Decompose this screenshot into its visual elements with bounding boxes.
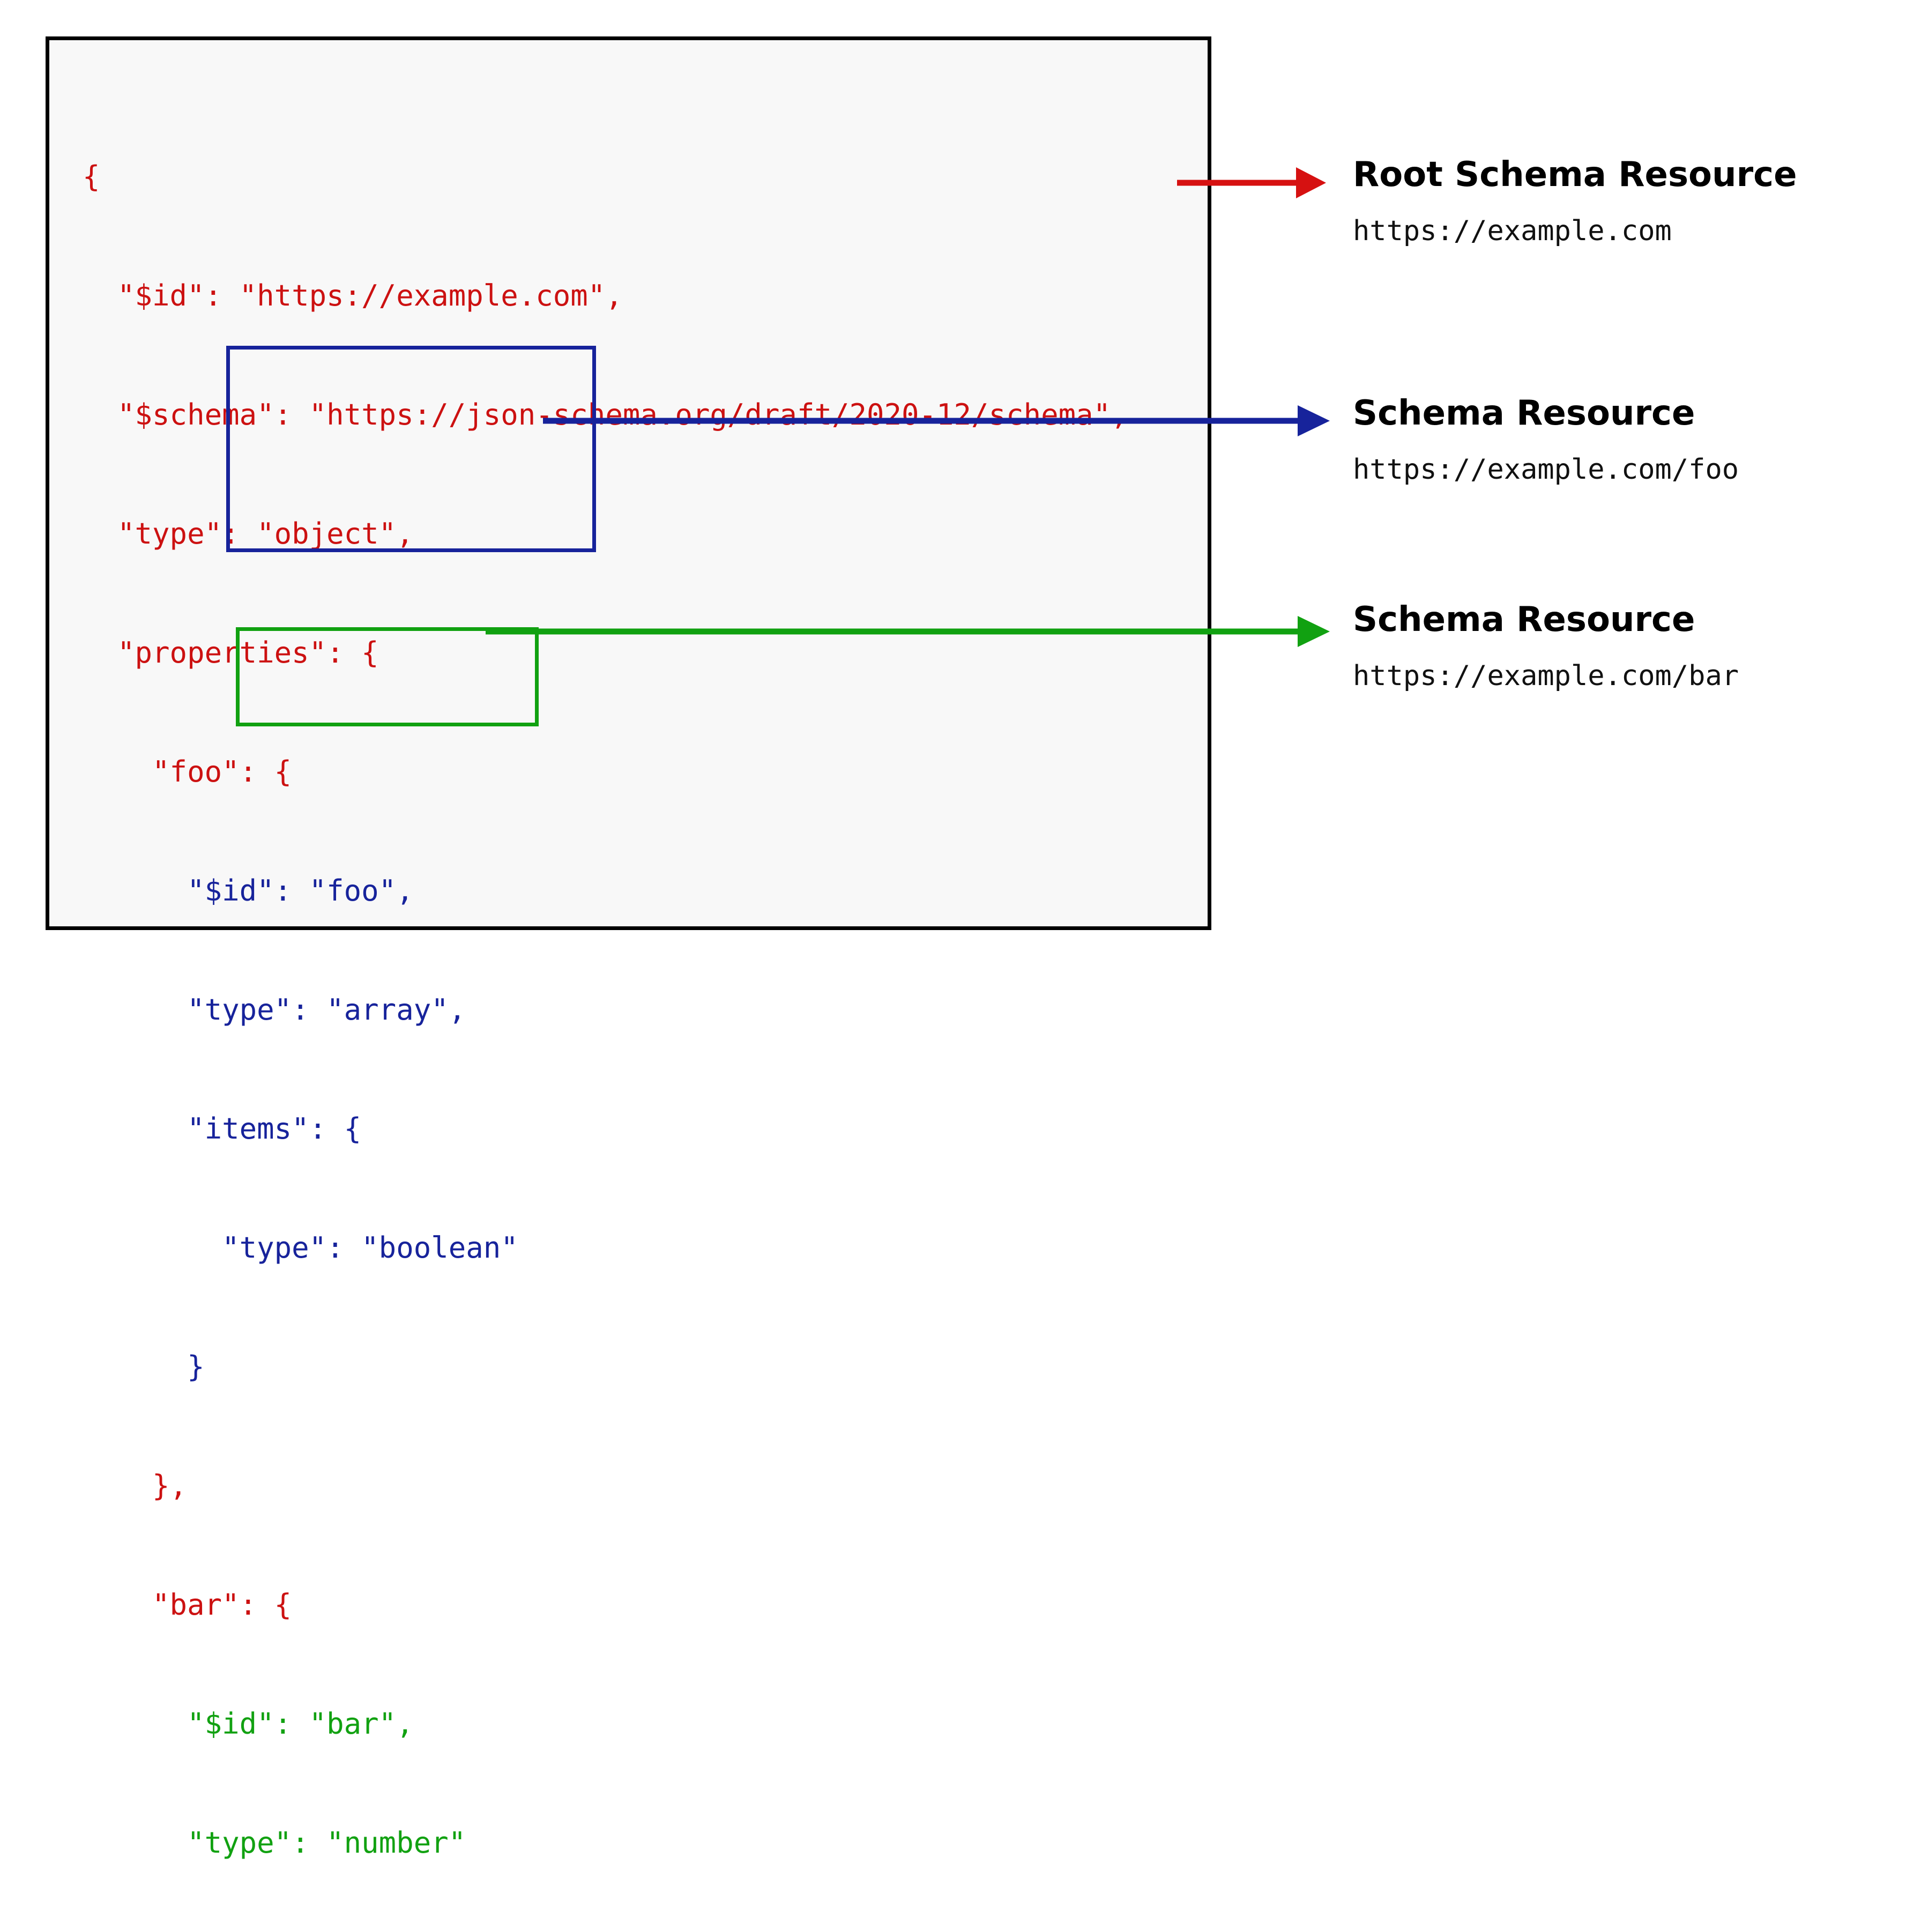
code-line: "$id": "bar", [83,1707,414,1741]
code-line: "$id": "https://example.com", [83,279,623,313]
code-line: "type": "number" [83,1826,466,1860]
json-schema-code-panel: { "$id": "https://example.com", "$schema… [46,36,1211,1860]
arrow-head-icon [1296,167,1326,198]
arrow-shaft [1177,180,1301,186]
code-line: "$schema": "https://json-schema.org/draf… [83,398,1128,432]
code-line: "type": "boolean" [83,1231,518,1265]
annotation-uri: https://example.com/foo [1353,454,1739,486]
code-line: "$id": "foo", [83,874,414,908]
code-line: "bar": { [83,1588,292,1622]
foo-schema-annotation: Schema Resource https://example.com/foo [1353,394,1739,486]
bar-schema-annotation: Schema Resource https://example.com/bar [1353,600,1739,693]
annotation-title: Schema Resource [1353,600,1695,640]
annotation-uri: https://example.com [1353,215,1672,247]
code-line: "items": { [83,1112,362,1146]
annotation-uri: https://example.com/bar [1353,660,1739,692]
arrow-head-icon [1298,616,1330,647]
root-schema-annotation: Root Schema Resource https://example.com [1353,155,1797,248]
code-line: "properties": { [83,636,379,670]
code-line: "type": "array", [83,993,466,1027]
foo-subschema-highlight-box [226,346,596,552]
code-line: { [83,160,100,194]
arrow-shaft [543,418,1303,424]
arrow-head-icon [1298,405,1330,436]
code-line: }, [83,1469,188,1503]
annotation-title: Root Schema Resource [1353,155,1797,195]
code-line: "type": "object", [83,517,414,551]
code-line: "foo": { [83,755,292,789]
annotation-title: Schema Resource [1353,393,1695,433]
arrow-shaft [486,628,1303,635]
bar-subschema-highlight-box [236,627,539,726]
code-line: } [83,1350,205,1384]
